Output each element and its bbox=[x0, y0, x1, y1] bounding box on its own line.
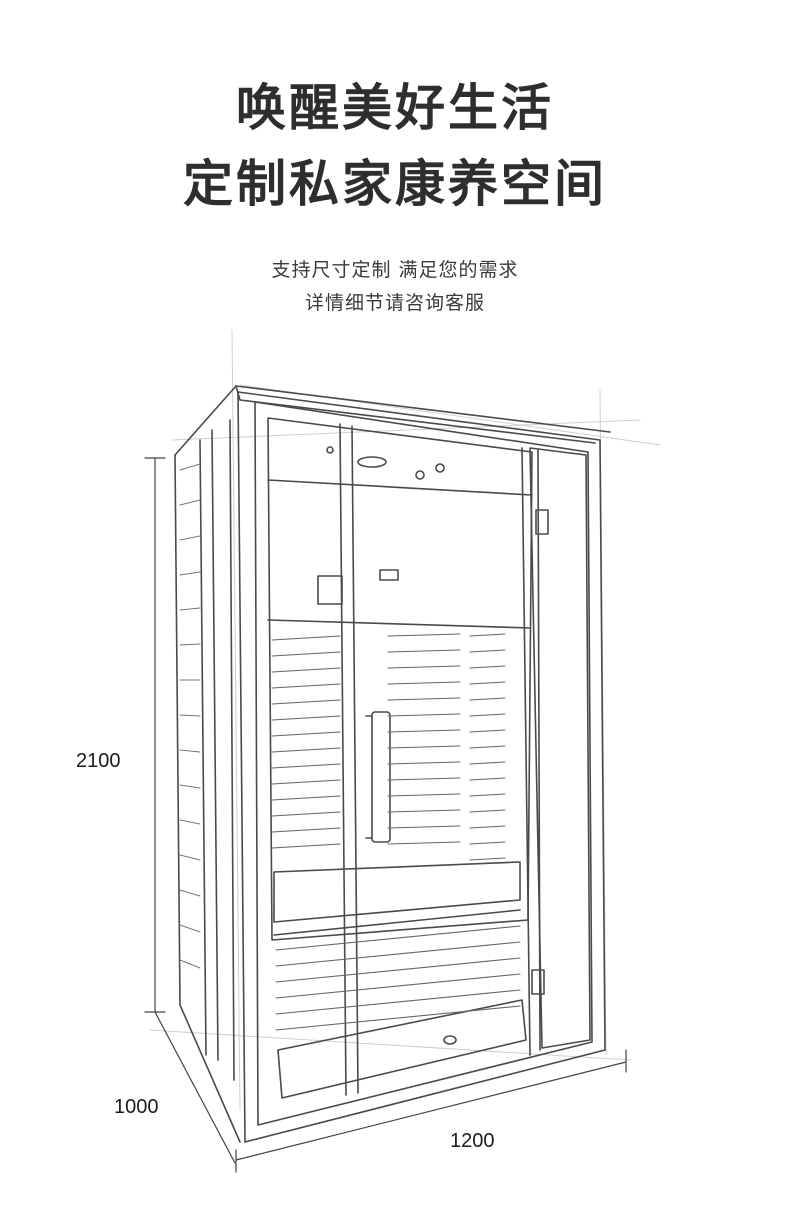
dimension-guides bbox=[144, 457, 627, 1173]
construction-lines bbox=[149, 329, 661, 1111]
height-dimension-label: 2100 bbox=[76, 750, 121, 772]
depth-dimension-label: 1000 bbox=[114, 1096, 159, 1118]
cabin-body bbox=[174, 385, 611, 1143]
subtitle-line-1: 支持尺寸定制 满足您的需求 bbox=[271, 259, 519, 281]
heater-panels bbox=[271, 633, 521, 1031]
subtitle-line-2: 详情细节请咨询客服 bbox=[304, 292, 485, 314]
headline-line-2: 定制私家康养空间 bbox=[183, 155, 607, 213]
headline-line-1: 唤醒美好生活 bbox=[236, 79, 554, 137]
width-dimension-label: 1200 bbox=[450, 1130, 495, 1152]
